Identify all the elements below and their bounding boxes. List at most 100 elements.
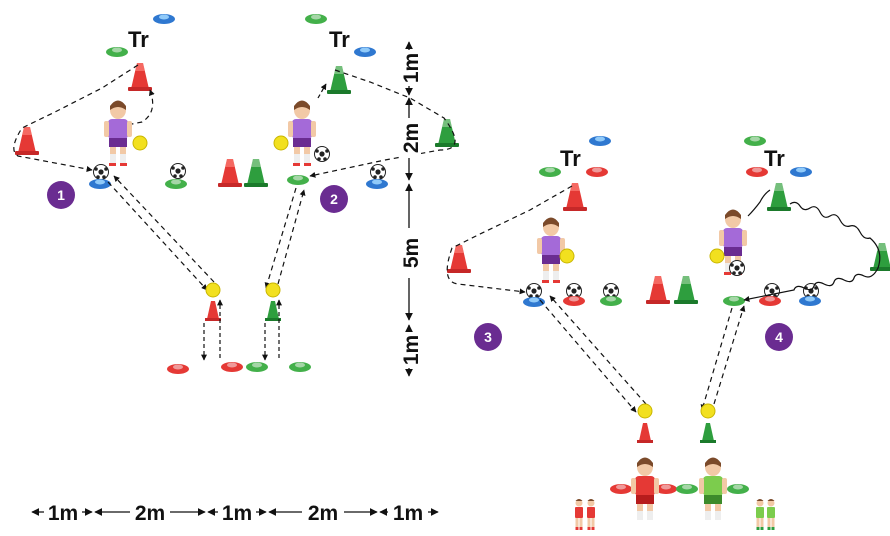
disc-red-marker: [759, 296, 781, 306]
station-number-badge-3: [474, 323, 502, 351]
soccer-ball: [370, 164, 386, 180]
disc-green-marker: [727, 484, 749, 494]
cone-green: [244, 159, 268, 187]
yellow-ball: [205, 282, 221, 298]
dimension-label: 1m: [222, 502, 252, 525]
waiting-player-red: [587, 499, 595, 530]
disc-blue-marker: [89, 179, 111, 189]
pass-arrow: [277, 189, 306, 285]
disc-blue-marker: [153, 14, 175, 24]
dimension-label: 2m: [135, 502, 165, 525]
cone-red: [128, 63, 152, 91]
pass-arrow: [113, 175, 215, 283]
disc-green-marker: [165, 179, 187, 189]
bottom-dimensions: 1m 2m 1m 2m 1m: [31, 500, 439, 525]
trainer-label-2: Tr: [329, 27, 350, 52]
cone-red: [563, 183, 587, 211]
dimension-label: 1m: [48, 502, 78, 525]
disc-red-marker: [746, 167, 768, 177]
waiting-player-green: [756, 499, 764, 530]
disc-green-marker: [744, 136, 766, 146]
cone-red: [646, 276, 670, 304]
dimension-label: 1m: [400, 53, 423, 83]
cone-green: [327, 66, 351, 94]
disc-green-marker: [287, 175, 309, 185]
station-3: Tr 3: [446, 136, 698, 530]
soccer-ball: [526, 283, 542, 299]
disc-blue-marker: [790, 167, 812, 177]
soccer-ball: [729, 260, 745, 276]
disc-blue-marker: [366, 179, 388, 189]
pass-arrow: [549, 295, 647, 405]
station-number-3: 3: [484, 329, 492, 345]
side-dimensions: 1m 2m 5m 1m: [399, 41, 423, 377]
waiting-player-green: [767, 499, 775, 530]
trainer-player: [288, 100, 316, 166]
yellow-ball: [709, 248, 725, 264]
yellow-ball: [637, 403, 653, 419]
yellow-ball: [132, 135, 148, 151]
return-path: [131, 89, 155, 125]
pass-arrow: [107, 181, 208, 291]
station-number-badge-2: [320, 185, 348, 213]
yellow-ball: [265, 282, 281, 298]
disc-green-marker: [106, 47, 128, 57]
dribble-path: [309, 69, 456, 178]
disc-green-marker: [305, 14, 327, 24]
disc-green-marker: [289, 362, 311, 372]
player-green: [699, 457, 727, 520]
station-2: Tr 2: [246, 14, 459, 372]
trainer-player: [104, 100, 132, 166]
yellow-ball: [559, 248, 575, 264]
disc-blue-marker: [589, 136, 611, 146]
cone-red: [447, 245, 471, 273]
disc-red-marker: [221, 362, 243, 372]
dimension-label: 5m: [400, 238, 423, 268]
disc-green-marker: [723, 296, 745, 306]
mini-cone-red: [205, 301, 221, 321]
dimension-label: 2m: [308, 502, 338, 525]
disc-green-marker: [246, 362, 268, 372]
dimension-label: 1m: [393, 502, 423, 525]
dribble-path: [446, 185, 573, 295]
cone-red: [15, 127, 39, 155]
pass-arrow: [713, 305, 746, 405]
yellow-ball: [273, 135, 289, 151]
trainer-label-1: Tr: [128, 27, 149, 52]
curved-dribble-path: [747, 189, 771, 217]
station-number-badge-1: [47, 181, 75, 209]
station-number-4: 4: [775, 329, 783, 345]
mini-cone-red: [637, 423, 653, 443]
trainer-label-4: Tr: [764, 146, 785, 171]
cone-green: [674, 276, 698, 304]
disc-red-marker: [586, 167, 608, 177]
return-path: [317, 83, 327, 99]
soccer-ball: [314, 146, 330, 162]
waiting-player-red: [575, 499, 583, 530]
yellow-ball: [700, 403, 716, 419]
cone-red: [218, 159, 242, 187]
disc-red-marker: [167, 364, 189, 374]
station-1: Tr 1: [13, 14, 268, 374]
disc-green-marker: [539, 167, 561, 177]
station-number-2: 2: [330, 191, 338, 207]
mini-cone-green: [265, 301, 281, 321]
cone-green: [767, 183, 791, 211]
disc-blue-marker: [354, 47, 376, 57]
disc-green-marker: [600, 296, 622, 306]
disc-red-marker: [563, 296, 585, 306]
soccer-ball: [93, 164, 109, 180]
station-number-1: 1: [57, 187, 65, 203]
dimension-label: 2m: [400, 123, 423, 153]
mini-cone-green: [700, 423, 716, 443]
disc-green-marker: [676, 484, 698, 494]
curved-dribble-path: [743, 201, 881, 302]
disc-red-marker: [610, 484, 632, 494]
dimension-label: 1m: [400, 335, 423, 365]
disc-blue-marker: [799, 296, 821, 306]
soccer-ball: [170, 163, 186, 179]
player-red: [631, 457, 659, 520]
trainer-label-3: Tr: [560, 146, 581, 171]
dribble-path: [13, 64, 139, 172]
